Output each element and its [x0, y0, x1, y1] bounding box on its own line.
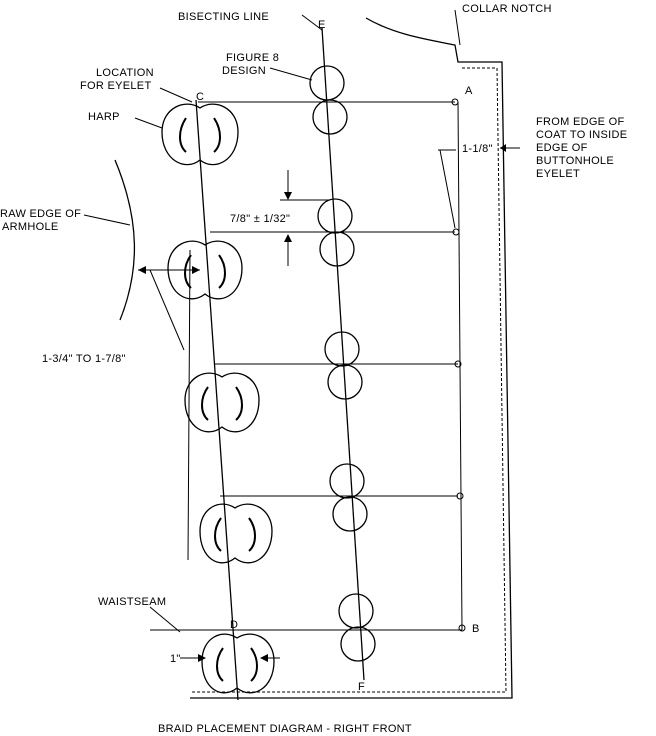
dim-armhole-marker — [138, 266, 200, 351]
point-d-label: D — [230, 619, 238, 631]
figure-8-3 — [324, 331, 363, 400]
eyelet-location-line — [195, 99, 239, 701]
harp-3 — [184, 372, 260, 433]
collar-notch-label: COLLAR NOTCH — [462, 3, 552, 15]
armhole-reference-line — [187, 249, 191, 561]
dim-7-8-label: 7/8" ± 1/32" — [230, 213, 290, 225]
location-label-line2: FOR EYELET — [80, 80, 151, 92]
raw-edge-label-line2: ARMHOLE — [2, 221, 59, 233]
from-edge-line3: EDGE OF — [536, 142, 588, 154]
raw-edge-label-line1: RAW EDGE OF — [0, 208, 81, 220]
dim-armhole-label: 1-3/4" TO 1-7/8" — [42, 353, 126, 365]
from-edge-line2: COAT TO INSIDE — [536, 129, 627, 141]
harp-shapes — [161, 103, 275, 694]
harp-4 — [199, 503, 273, 564]
braid-guide-lines — [150, 101, 463, 631]
dim-1-label: 1" — [170, 653, 181, 665]
leader-lines — [83, 9, 461, 633]
figure-8-4 — [329, 463, 368, 532]
figure-8-1 — [309, 65, 348, 135]
dim-1-marker — [180, 654, 280, 662]
eyelet-points — [451, 98, 466, 632]
point-c-label: C — [196, 91, 204, 103]
point-f-label: F — [358, 681, 365, 693]
waistseam-label: WAISTSEAM — [98, 596, 166, 608]
from-edge-line4: BUTTONHOLE — [536, 155, 614, 167]
figure8-label-line2: DESIGN — [222, 65, 266, 77]
point-a-label: A — [465, 85, 473, 97]
dim-7-8-marker — [280, 170, 330, 266]
bisecting-line-label: BISECTING LINE — [178, 11, 269, 23]
dim-1-1-8-marker — [438, 144, 520, 229]
harp-label: HARP — [88, 111, 120, 123]
bisecting-line — [321, 27, 365, 681]
point-e-label: E — [318, 19, 326, 31]
harp-1 — [161, 103, 239, 166]
figure8-label-line1: FIGURE 8 — [226, 52, 279, 64]
figure-8-2 — [317, 198, 355, 267]
from-edge-line1: FROM EDGE OF — [536, 116, 625, 128]
dim-1-1-8-label: 1-1/8" — [462, 143, 493, 155]
diagram-title: BRAID PLACEMENT DIAGRAM - RIGHT FRONT — [158, 723, 412, 735]
from-edge-line5: EYELET — [536, 168, 580, 180]
figure-8-5 — [338, 593, 376, 662]
harp-2 — [167, 240, 243, 300]
figure-8-designs — [309, 65, 376, 662]
harp-5 — [201, 633, 275, 694]
coat-edge-outline — [190, 17, 513, 699]
point-b-label: B — [472, 623, 480, 635]
location-label-line1: LOCATION — [96, 67, 154, 79]
armhole-raw-edge — [114, 159, 136, 321]
